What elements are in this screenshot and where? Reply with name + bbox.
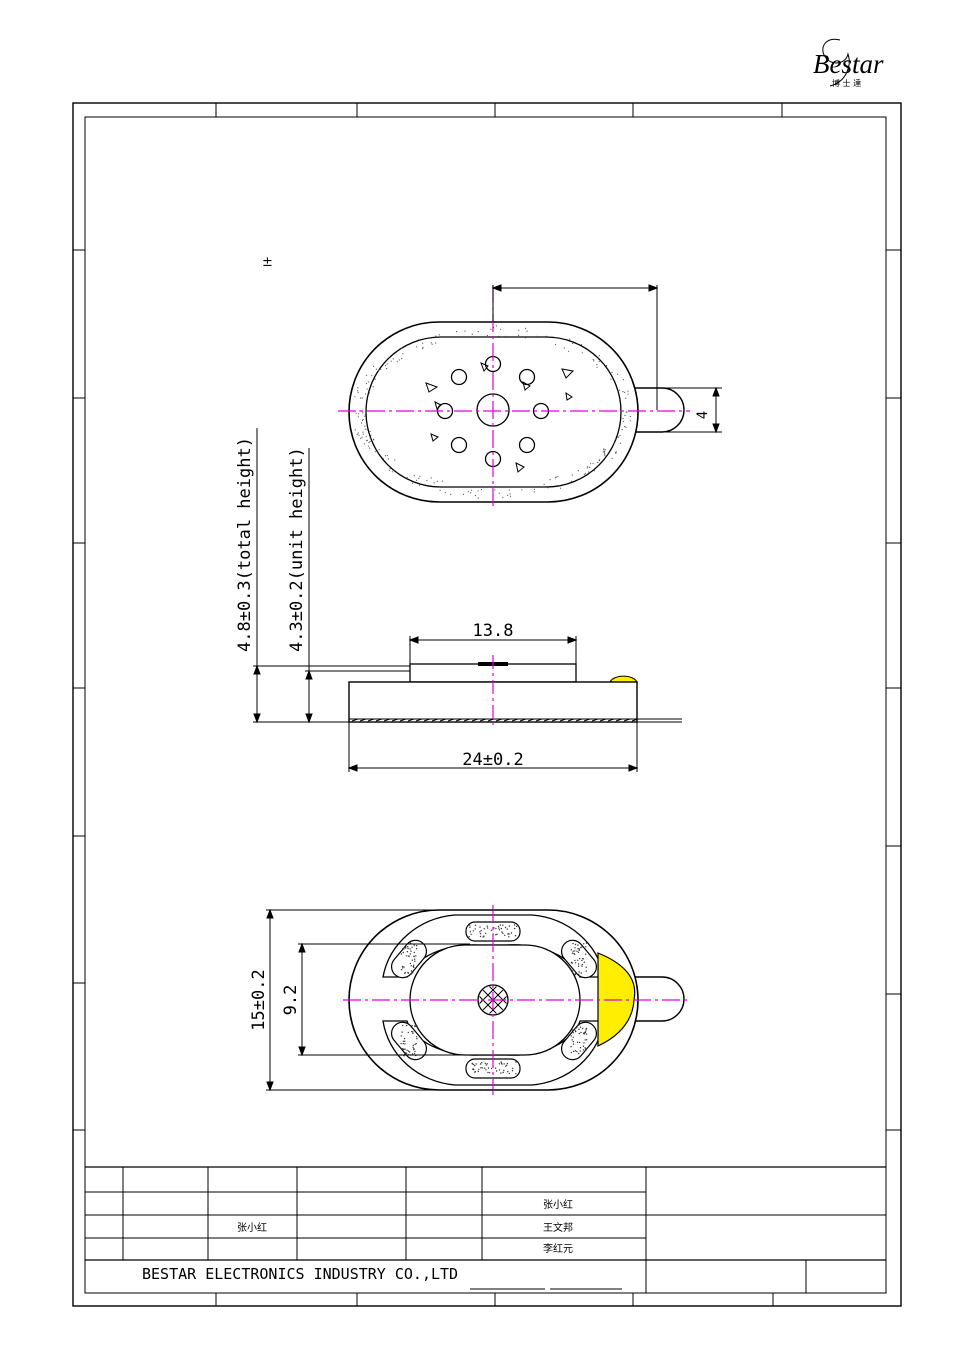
tab-dimension xyxy=(662,386,722,434)
total-height-label: 4.8±0.3(total height) xyxy=(235,437,255,652)
plus-minus-mark: ± xyxy=(262,255,273,270)
approver-name-1: 张小红 xyxy=(543,1198,573,1211)
bottom-width-label: 15±0.2 xyxy=(249,969,269,1030)
unit-height-label: 4.3±0.2(unit height) xyxy=(287,447,307,652)
title-block-text: 张小红 王文邦 张小红 李红元 BESTAR ELECTRONICS INDUS… xyxy=(142,1198,573,1283)
side-view: 4.8±0.3(total height) 4.3±0.2(unit heigh… xyxy=(235,428,682,772)
tab-width-label: 4 xyxy=(695,411,711,419)
logo-subtitle: 博 士 達 xyxy=(832,78,861,88)
overall-length-label: 24±0.2 xyxy=(462,750,523,770)
top-centerlines xyxy=(338,285,690,510)
drafter-name: 张小红 xyxy=(237,1221,267,1234)
overall-length-dimension xyxy=(347,722,639,772)
bottom-inner-width-label: 9.2 xyxy=(281,985,301,1016)
cap-width-dimension xyxy=(408,636,578,664)
logo-brand: Bestar xyxy=(813,49,884,79)
approver-name-3: 李红元 xyxy=(543,1242,573,1255)
side-lead-bump xyxy=(609,675,638,683)
top-width-dimension xyxy=(491,284,659,410)
bottom-height-dimensions xyxy=(266,908,493,1092)
approver-name-2: 王文邦 xyxy=(543,1221,573,1234)
title-block xyxy=(85,1166,886,1293)
cap-width-label: 13.8 xyxy=(473,621,514,641)
top-view: ± xyxy=(262,255,722,510)
bottom-centerlines xyxy=(343,905,690,1095)
top-tab xyxy=(626,387,685,433)
top-triangle-marks xyxy=(425,362,575,473)
bottom-texture xyxy=(400,924,588,1075)
bottom-view: 15±0.2 9.2 xyxy=(249,905,690,1095)
top-texture xyxy=(354,325,632,499)
company-name: BESTAR ELECTRONICS INDUSTRY CO.,LTD xyxy=(142,1265,458,1283)
side-height-dimensions xyxy=(253,428,410,724)
drawing-frame xyxy=(72,102,902,1307)
bottom-tab xyxy=(632,976,685,1022)
side-hatching xyxy=(351,718,639,722)
bestar-logo: Bestar 博 士 達 xyxy=(813,38,884,88)
